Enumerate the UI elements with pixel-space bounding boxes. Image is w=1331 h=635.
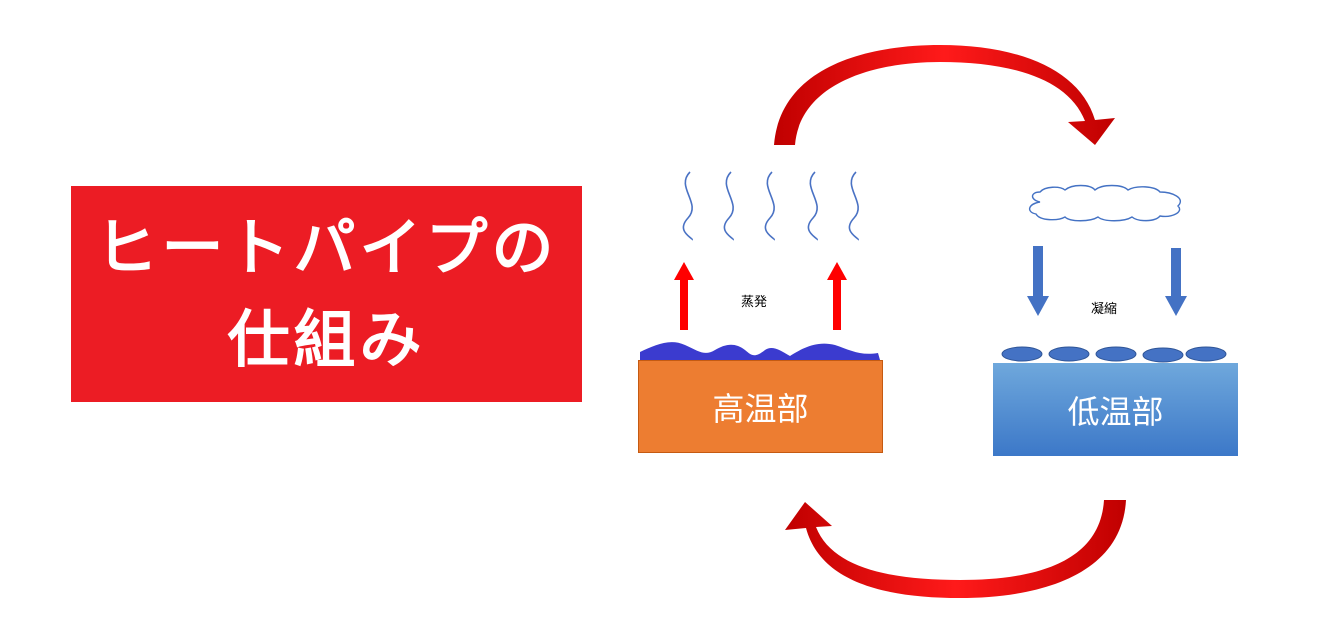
condensation-label: 凝縮 [1091, 302, 1118, 317]
title-line-2: 仕組み [227, 303, 426, 376]
bottom-cycle-arrow [785, 500, 1126, 598]
high-temperature-block: 高温部 [638, 360, 883, 453]
condensation-arrow-right [1165, 248, 1187, 316]
title-box: ヒートパイプの 仕組み [71, 186, 582, 402]
low-temperature-label: 低温部 [1067, 392, 1164, 431]
vapor-lines [682, 171, 859, 241]
evaporation-arrow-left [674, 262, 694, 330]
condensation-arrow-left [1027, 246, 1049, 316]
liquid-wave [640, 342, 880, 360]
title-line-1: ヒートパイプの [95, 211, 558, 284]
evaporation-arrow-right [827, 262, 847, 330]
condensed-droplets [1001, 346, 1227, 363]
evaporation-label: 蒸発 [741, 295, 768, 310]
cloud-icon [1029, 184, 1181, 222]
top-cycle-arrow [774, 45, 1115, 145]
low-temperature-block: 低温部 [993, 363, 1238, 456]
high-temperature-label: 高温部 [712, 389, 809, 428]
